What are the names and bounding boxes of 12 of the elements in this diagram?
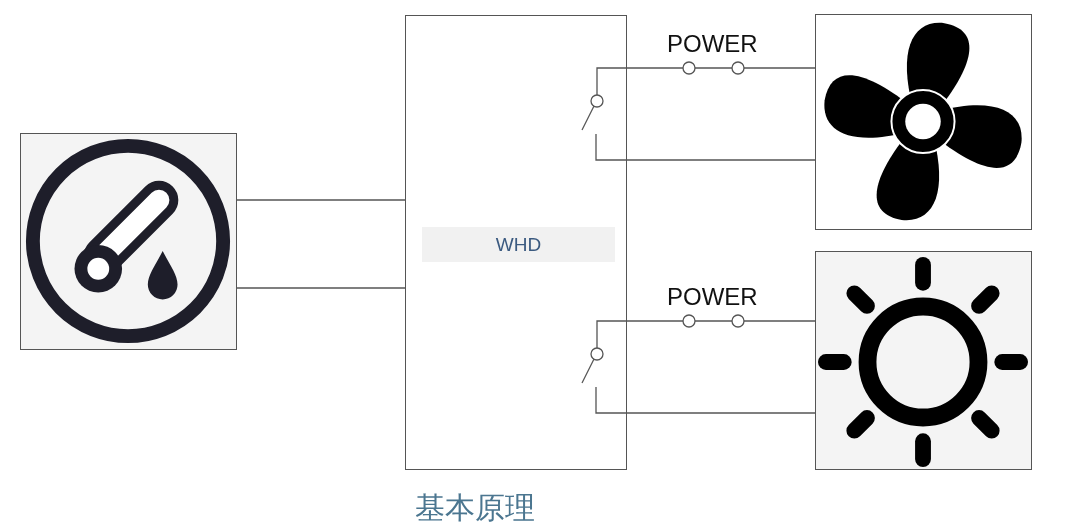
power-label: POWER	[667, 30, 758, 58]
controller-box	[405, 15, 627, 470]
icon-panel	[815, 14, 1032, 230]
caption: 基本原理	[414, 489, 536, 527]
wire	[236, 199, 406, 201]
wire	[626, 320, 816, 322]
wire	[626, 412, 816, 414]
wire	[626, 67, 816, 69]
power-label: POWER	[667, 283, 758, 311]
controller-label: WHD	[422, 227, 615, 262]
wire	[236, 287, 406, 289]
wire	[626, 159, 816, 161]
